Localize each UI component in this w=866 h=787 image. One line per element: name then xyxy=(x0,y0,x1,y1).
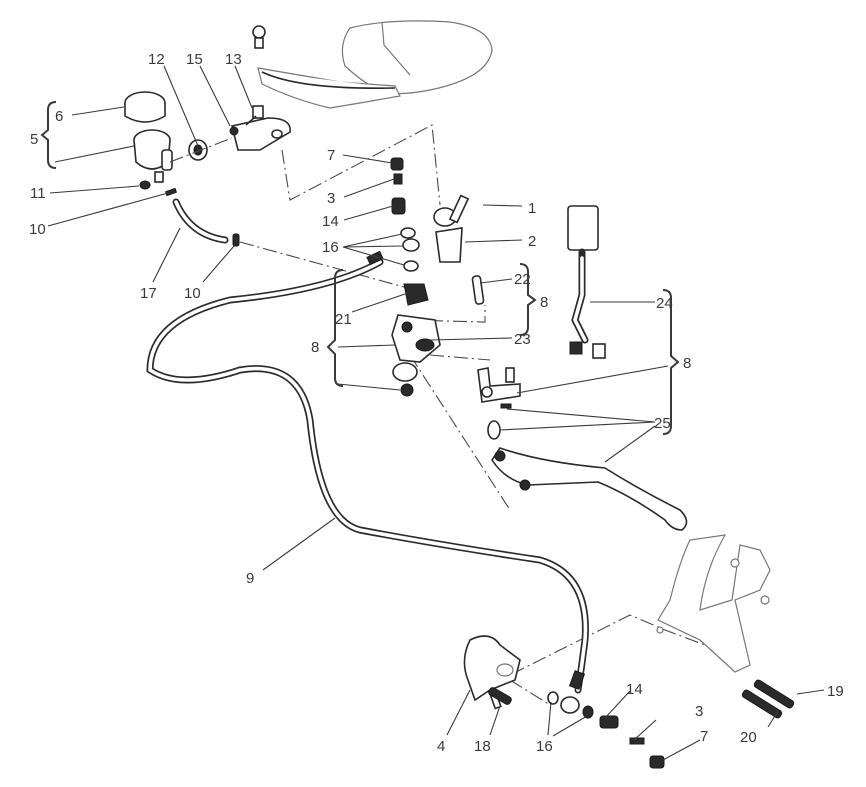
reservoir-bracket xyxy=(229,117,291,151)
bracket-8-right xyxy=(662,289,680,435)
lever-spring xyxy=(500,403,512,409)
callout-15: 15 xyxy=(186,51,203,68)
callout-5: 5 xyxy=(30,131,38,148)
callout-8-left: 8 xyxy=(311,339,319,356)
bleed-cap xyxy=(390,157,404,171)
reservoir-plug xyxy=(139,180,151,190)
clutch-lever xyxy=(491,447,688,531)
callout-6: 6 xyxy=(55,108,63,125)
bolt-upper xyxy=(753,679,795,709)
callout-14-lower: 14 xyxy=(626,681,643,698)
mirror xyxy=(257,20,493,109)
callout-8-right: 8 xyxy=(683,355,691,372)
slave-bolt xyxy=(488,687,512,705)
lever-pivot-block xyxy=(477,367,521,403)
bleed-valve xyxy=(393,173,403,185)
callout-21: 21 xyxy=(335,311,352,328)
bracket-screw xyxy=(245,105,264,126)
callout-11: 11 xyxy=(30,185,46,202)
callout-14-upper: 14 xyxy=(322,213,339,230)
clutch-switch xyxy=(567,205,606,359)
washer-lower-a xyxy=(547,691,559,705)
callout-16-lower: 16 xyxy=(536,738,553,755)
callout-8-upper: 8 xyxy=(540,294,548,311)
callout-22: 22 xyxy=(514,271,531,288)
callout-labels: 6 5 12 15 13 11 10 17 10 7 3 14 16 1 2 2… xyxy=(29,51,844,755)
callout-9: 9 xyxy=(246,570,254,587)
callout-2: 2 xyxy=(528,233,536,250)
bracket-5 xyxy=(40,101,57,169)
bracket-8-upper xyxy=(519,263,537,336)
reservoir-cap xyxy=(124,91,166,123)
callout-23: 23 xyxy=(514,331,531,348)
lever-nut xyxy=(400,383,414,397)
callout-19: 19 xyxy=(827,683,844,700)
bleed-valve-lower xyxy=(629,737,645,745)
lever-bushing xyxy=(487,420,501,440)
pushrod-pin xyxy=(471,275,485,305)
banjo-bolt xyxy=(391,197,406,215)
sealing-washer xyxy=(400,227,416,239)
callout-18: 18 xyxy=(474,738,491,755)
clutch-hose xyxy=(146,250,589,714)
bleed-cap-lower xyxy=(649,755,665,769)
mounting-plate xyxy=(656,534,771,673)
washer-lower-b xyxy=(582,705,594,719)
callout-4: 4 xyxy=(437,738,445,755)
callout-10-upper: 10 xyxy=(29,221,46,238)
assembly-centre-lines xyxy=(169,124,746,706)
callout-3-upper: 3 xyxy=(327,190,335,207)
reservoir-grommet xyxy=(188,139,208,161)
mirror-bolt xyxy=(252,25,266,49)
callout-12: 12 xyxy=(148,51,165,68)
fluid-reservoir xyxy=(133,129,173,183)
callout-3-lower: 3 xyxy=(695,703,703,720)
leader-lines xyxy=(47,65,825,761)
callout-7-lower: 7 xyxy=(700,728,708,745)
banjo-bolt-lower xyxy=(599,715,619,729)
hose-clip-bottom xyxy=(232,233,240,247)
callout-13: 13 xyxy=(225,51,242,68)
callout-1: 1 xyxy=(528,200,536,217)
slave-cylinder xyxy=(463,635,521,710)
callout-24: 24 xyxy=(656,295,673,312)
callout-17: 17 xyxy=(140,285,157,302)
callout-10-lower: 10 xyxy=(184,285,201,302)
callout-16-upper: 16 xyxy=(322,239,339,256)
callout-25: 25 xyxy=(654,415,671,432)
hose-clip-top xyxy=(164,187,178,197)
bracket-8-left xyxy=(326,269,344,387)
master-cylinder xyxy=(391,283,441,382)
callout-7-upper: 7 xyxy=(327,147,335,164)
lever-clamp xyxy=(433,194,470,263)
reservoir-hose xyxy=(172,198,229,244)
callout-20: 20 xyxy=(740,729,757,746)
bolt-lower xyxy=(741,689,783,719)
